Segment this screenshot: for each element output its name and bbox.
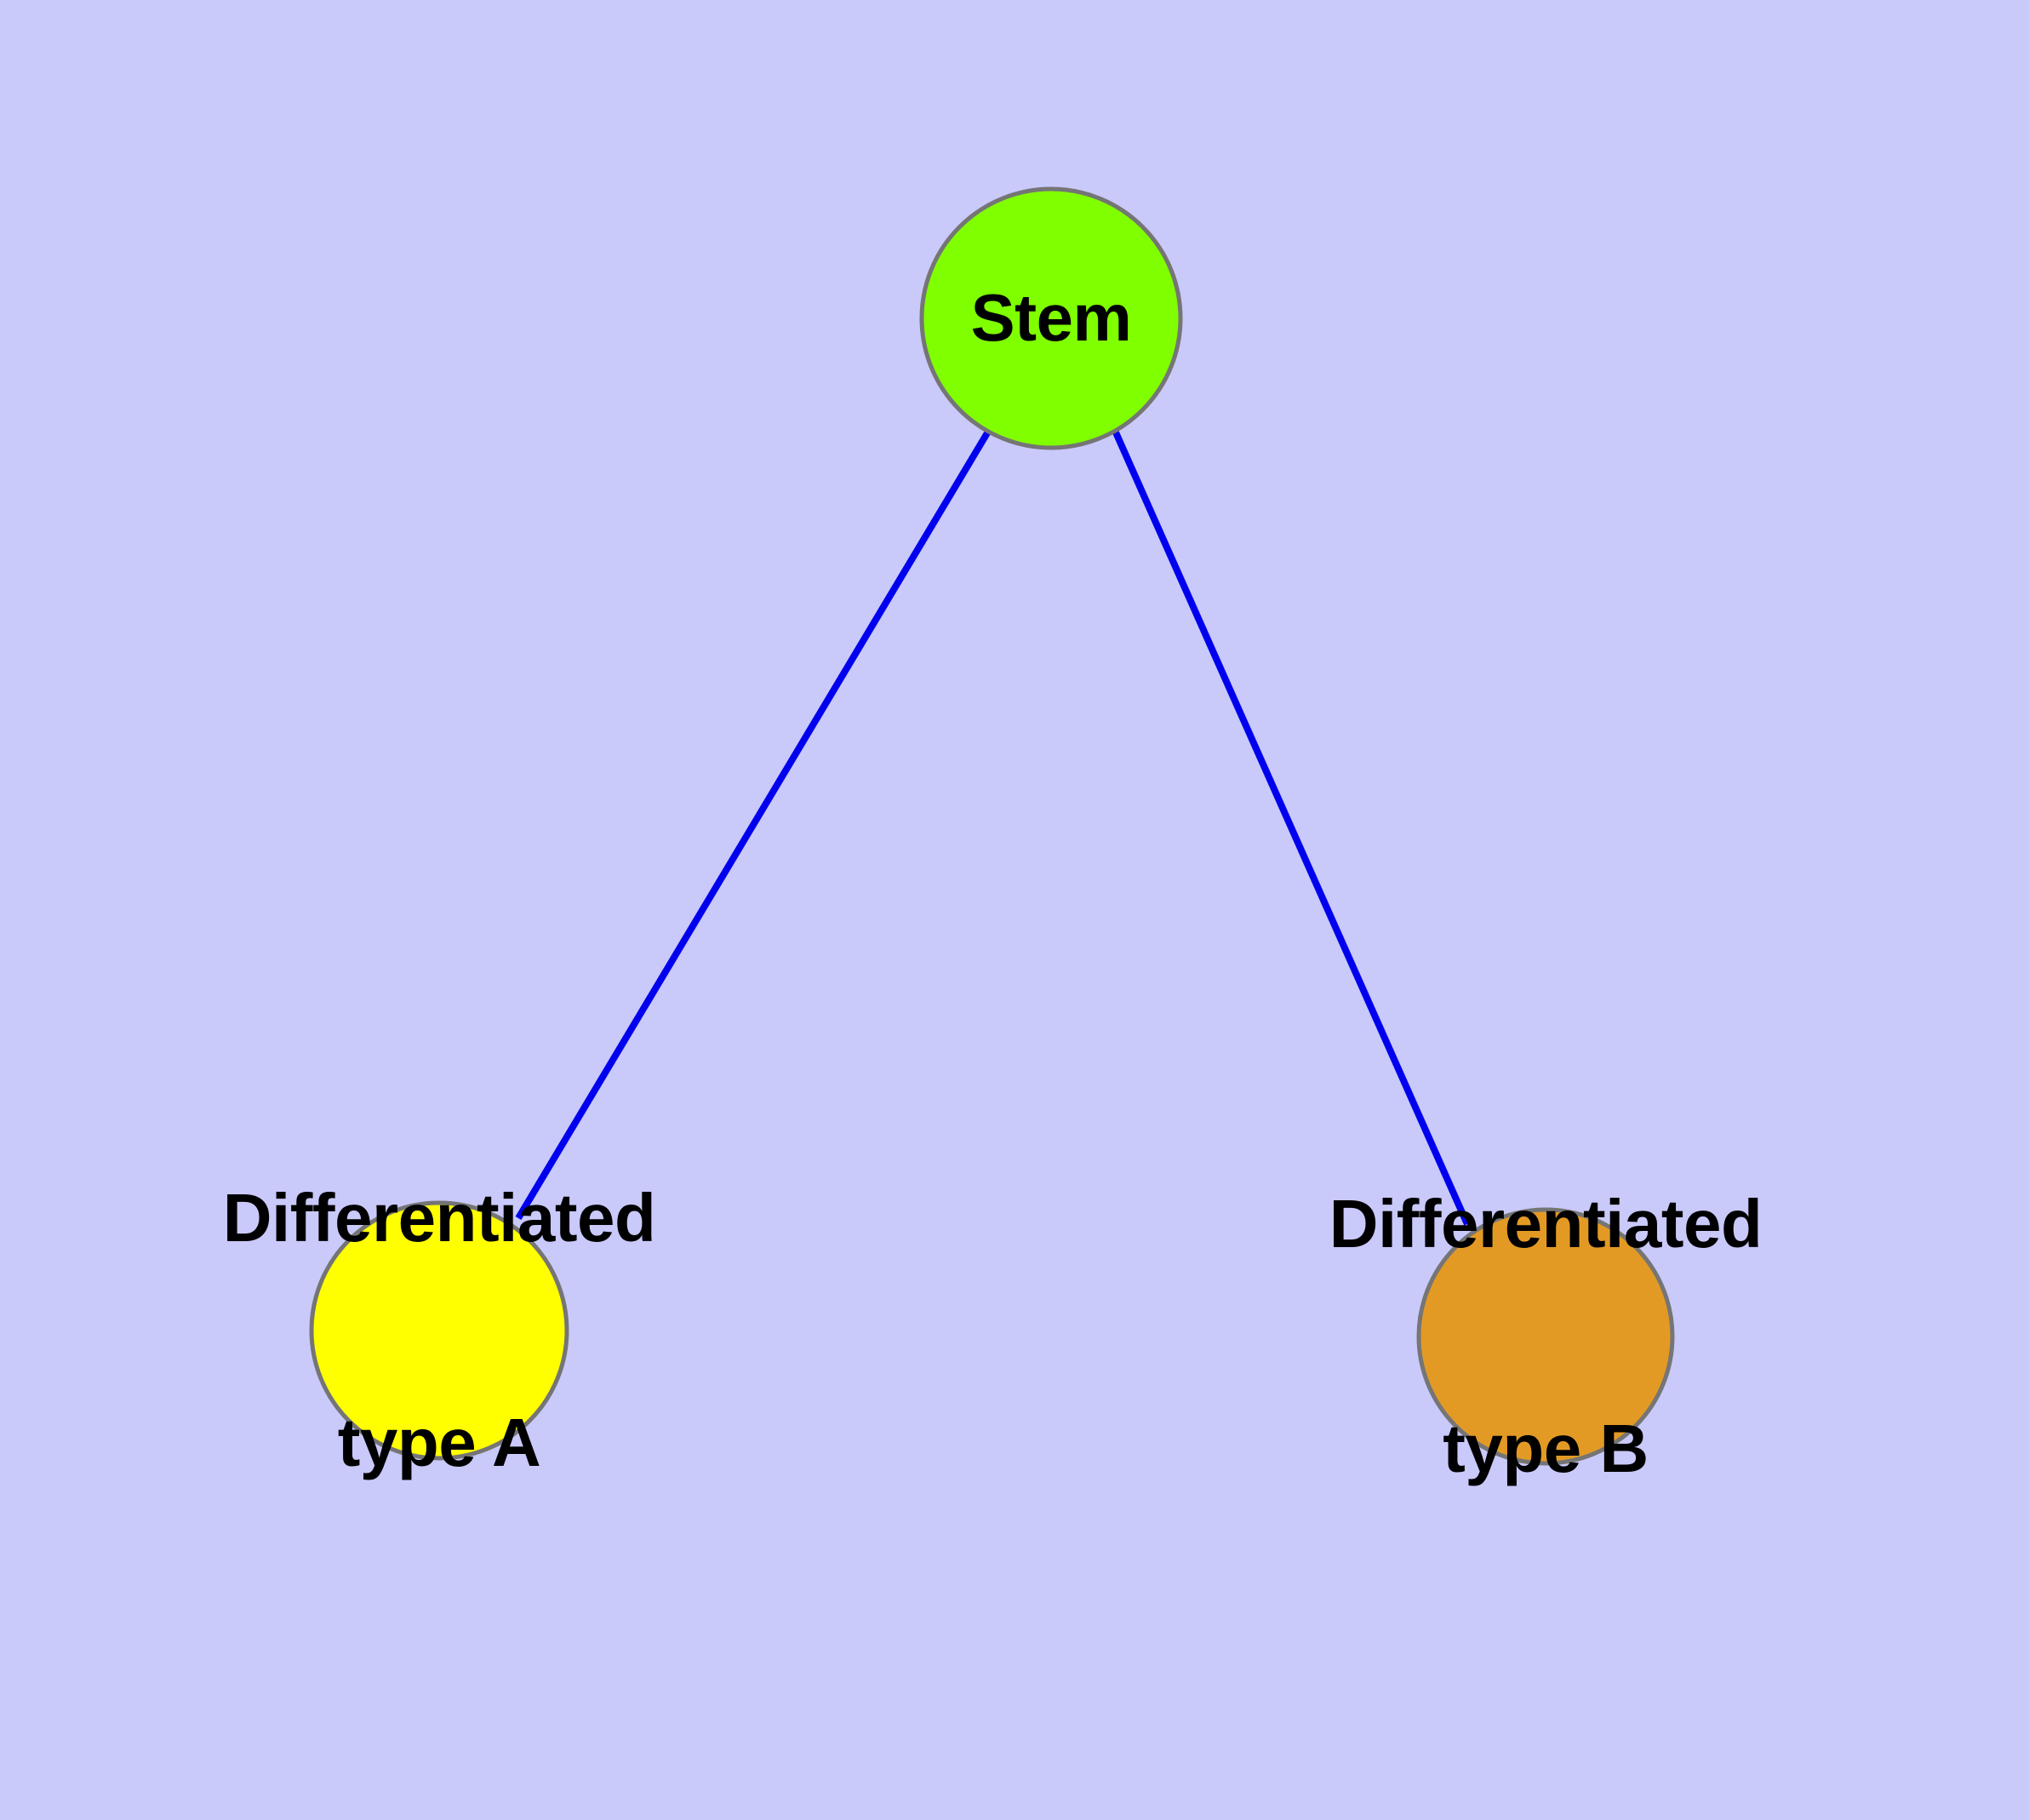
node-stem[interactable] [919, 186, 1183, 450]
edge-stem-to-differentiated-type-a[interactable] [515, 429, 992, 1221]
node-layer [309, 186, 1675, 1466]
node-differentiated-type-b[interactable] [1416, 1207, 1675, 1466]
node-differentiated-type-a[interactable] [309, 1200, 569, 1461]
edge-layer [515, 429, 1471, 1226]
edge-stem-to-differentiated-type-b[interactable] [1112, 431, 1471, 1226]
